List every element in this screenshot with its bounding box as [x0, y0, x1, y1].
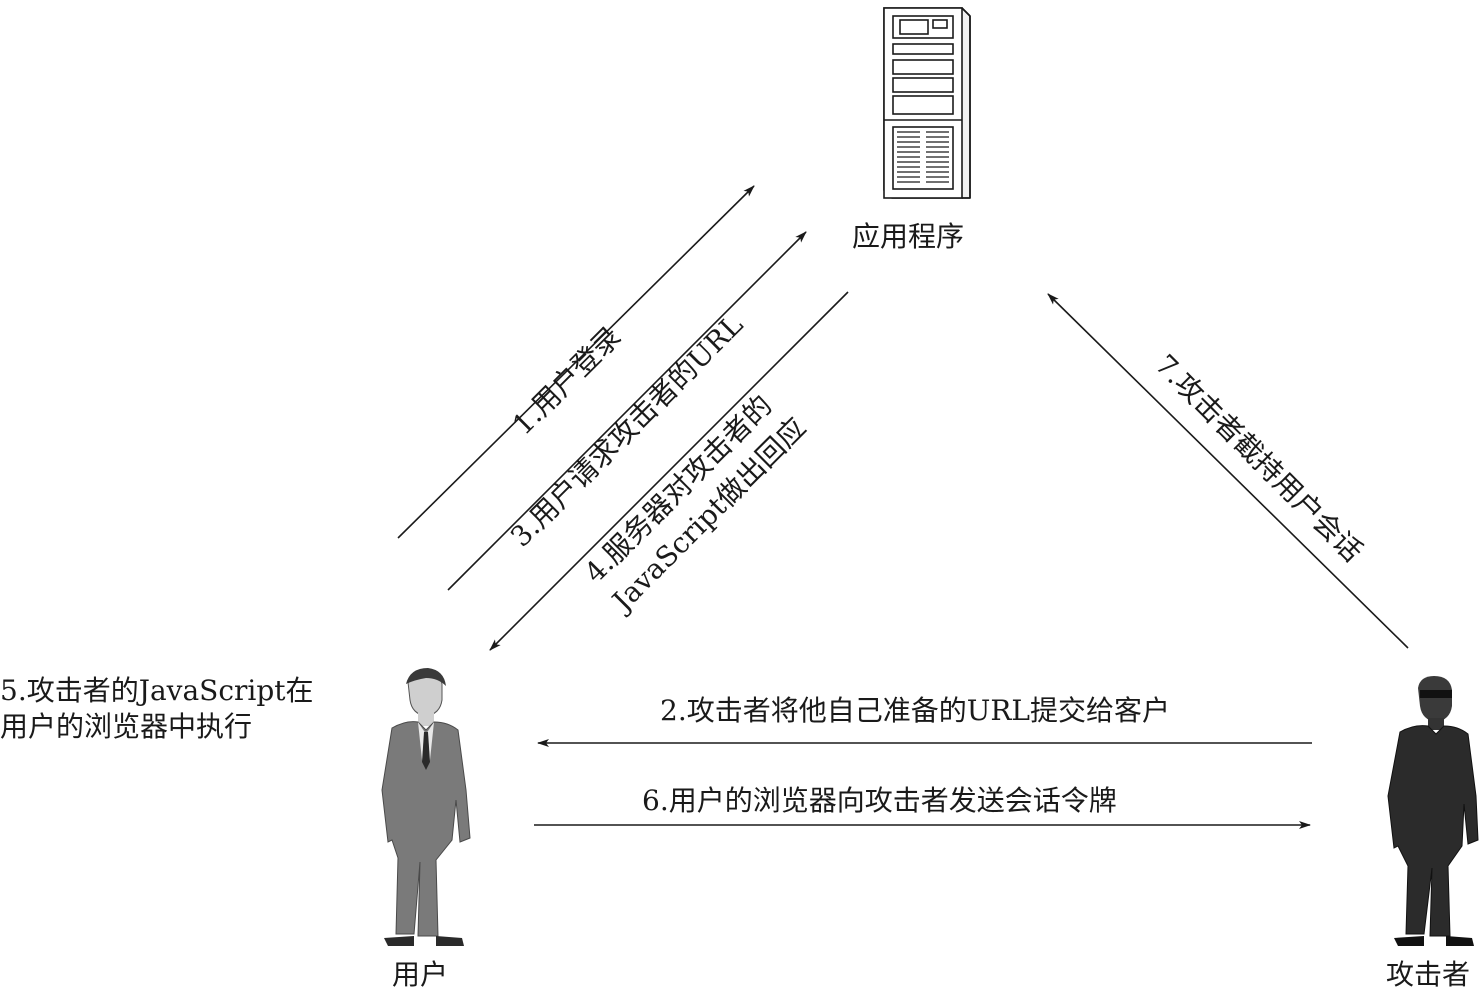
- attacker-label: 攻击者: [1386, 958, 1471, 991]
- step-2-label: 2.攻击者将他自己准备的URL提交给客户: [660, 694, 1170, 727]
- step-5-label-line2: 用户的浏览器中执行: [0, 710, 253, 743]
- user-figure-icon: [381, 668, 471, 946]
- application-label: 应用程序: [852, 220, 965, 253]
- attacker-figure-icon: [1387, 676, 1479, 946]
- arrow-step-7: [1047, 293, 1409, 649]
- step-6-label: 6.用户的浏览器向攻击者发送会话令牌: [642, 784, 1117, 817]
- step-5-label-line1: 5.攻击者的JavaScript在: [0, 674, 314, 707]
- arrow-step-1: [397, 185, 755, 539]
- server-icon: [883, 7, 971, 199]
- arrow-step-3: [447, 231, 807, 591]
- arrow-step-4: [489, 291, 849, 651]
- user-label: 用户: [392, 958, 449, 991]
